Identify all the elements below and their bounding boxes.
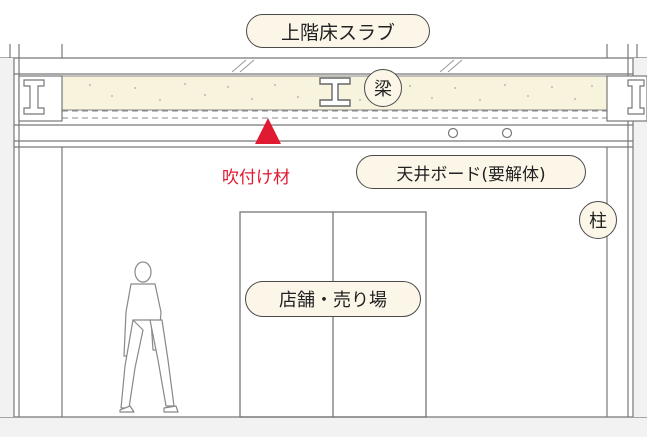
beam-h-section-icon [319, 77, 351, 107]
shop-label: 店舗・売り場 [245, 281, 421, 317]
ceiling-board-label: 天井ボード(要解体) [356, 155, 586, 189]
column-label: 柱 [579, 201, 617, 239]
insulation-speckles [89, 83, 593, 101]
right-column-section [606, 75, 647, 122]
left-column-wall [0, 58, 14, 417]
upper-slab-label: 上階床スラブ [246, 14, 430, 48]
person-silhouette-icon [119, 261, 179, 413]
pipe-circle-icon [447, 127, 459, 139]
beam-label: 梁 [364, 69, 402, 107]
sprayed-material-label: 吹付け材 [222, 168, 290, 188]
red-triangle-marker-icon [255, 118, 281, 144]
left-column-section [18, 75, 63, 122]
slab-hatch [231, 59, 463, 73]
right-column-wall [633, 58, 647, 417]
pipe-circle-icon [501, 127, 513, 139]
floor-band [0, 417, 647, 437]
